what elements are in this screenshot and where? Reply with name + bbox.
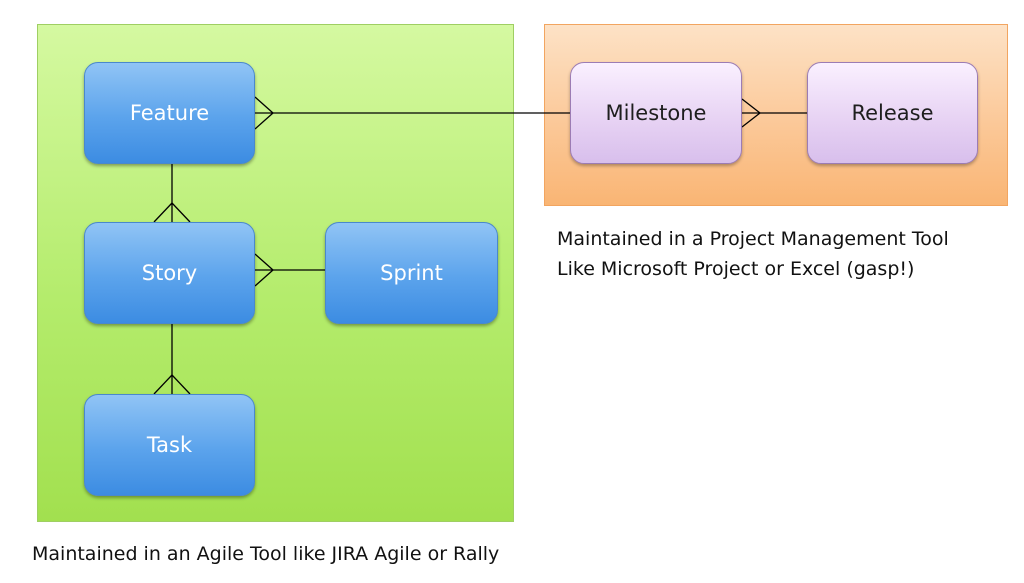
sprint-node[interactable]: Sprint [325, 222, 498, 324]
task-node[interactable]: Task [84, 394, 255, 496]
release-label: Release [851, 101, 934, 125]
pm-caption-line-1: Maintained in a Project Management Tool [557, 228, 949, 250]
feature-node[interactable]: Feature [84, 62, 255, 164]
crowfoot-feature [254, 96, 274, 114]
agile-caption: Maintained in an Agile Tool like JIRA Ag… [32, 543, 500, 565]
story-node[interactable]: Story [84, 222, 255, 324]
crowfoot-task-right [171, 374, 191, 395]
crowfoot-milestone [741, 98, 761, 114]
crowfoot-milestone-lower [741, 112, 761, 128]
crowfoot-story [153, 202, 173, 223]
crowfoot-story-sprint-lower [254, 269, 274, 287]
milestone-label: Milestone [605, 101, 707, 125]
crowfoot-feature-lower [254, 112, 274, 130]
release-node[interactable]: Release [807, 62, 978, 164]
story-label: Story [141, 261, 198, 285]
pm-caption: Maintained in a Project Management Tool … [557, 224, 949, 284]
feature-label: Feature [129, 101, 210, 125]
crowfoot-story-sprint [254, 253, 274, 271]
task-label: Task [146, 433, 193, 457]
crowfoot-task [153, 374, 173, 395]
milestone-node[interactable]: Milestone [570, 62, 742, 164]
crowfoot-story-right [171, 202, 191, 223]
sprint-label: Sprint [380, 261, 443, 285]
pm-caption-line-2: Like Microsoft Project or Excel (gasp!) [557, 258, 915, 280]
